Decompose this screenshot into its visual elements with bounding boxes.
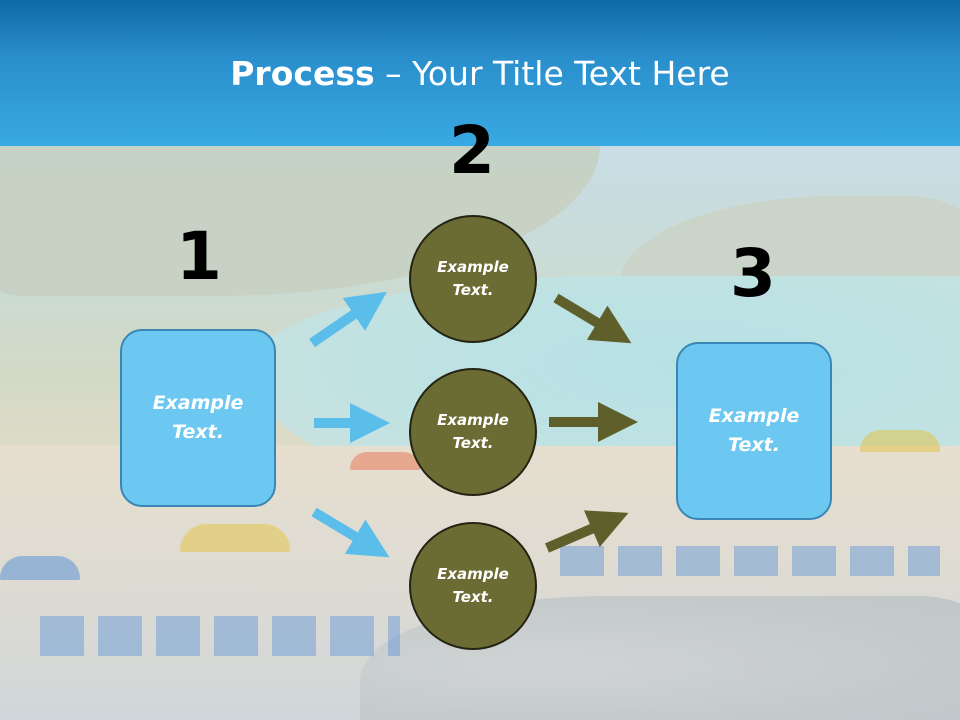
step-number-3: 3 — [730, 235, 776, 312]
title-rest: – Your Title Text Here — [374, 54, 730, 93]
step-2-circle-middle: Example Text. — [409, 368, 537, 496]
step-number-1: 1 — [176, 218, 222, 295]
circle-top-text: Example Text. — [437, 258, 509, 299]
title-bold: Process — [230, 54, 375, 93]
step-2-circle-bottom: Example Text. — [409, 522, 537, 650]
sun-loungers-graphic — [40, 616, 400, 656]
title-bar: Process – Your Title Text Here — [0, 0, 960, 146]
step-3-text: Example Text. — [708, 405, 800, 456]
circle-bottom-text: Example Text. — [437, 565, 509, 606]
arrow-box1-to-circle-bottom — [311, 507, 390, 558]
step-1-box: Example Text. — [120, 329, 276, 507]
step-number-2: 2 — [449, 112, 495, 189]
slide-title: Process – Your Title Text Here — [0, 52, 960, 96]
umbrella-graphic — [350, 452, 420, 470]
circle-middle-text: Example Text. — [437, 411, 509, 452]
step-2-circle-top: Example Text. — [409, 215, 537, 343]
arrow-box1-to-circle-top — [309, 291, 387, 348]
step-1-text: Example Text. — [152, 392, 244, 443]
umbrella-graphic — [180, 524, 290, 552]
arrow-circle-top-to-box3 — [553, 293, 632, 344]
umbrella-graphic — [860, 430, 940, 452]
arrow-circle-bottom-to-box3 — [545, 510, 629, 553]
step-3-box: Example Text. — [676, 342, 832, 520]
umbrella-graphic — [0, 556, 80, 580]
sun-loungers-graphic — [560, 546, 940, 576]
